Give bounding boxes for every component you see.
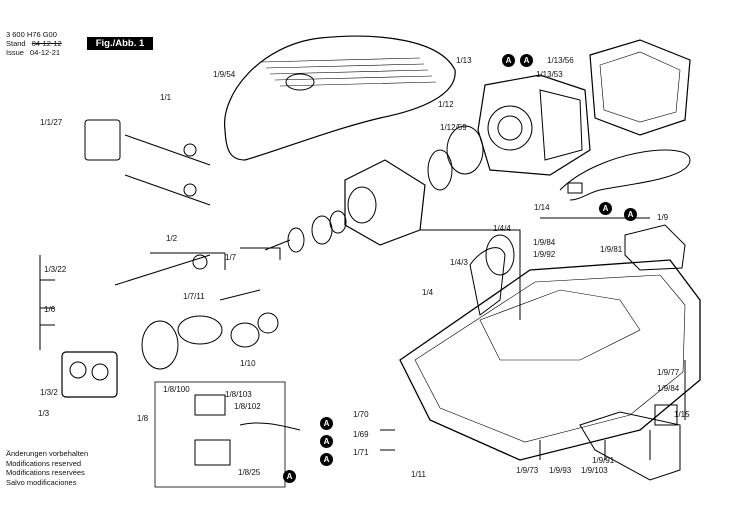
- side-cap-lower: [579, 411, 681, 481]
- callout-1-1: 1/1: [160, 93, 172, 102]
- callout-1-13: 1/13: [456, 56, 472, 65]
- callout-1-4: 1/4: [422, 288, 434, 297]
- callout-1-12-59: 1/12/59: [440, 123, 467, 132]
- pump-block: [61, 351, 118, 398]
- power-cable: [559, 149, 691, 201]
- marker-a-5: A: [320, 417, 333, 430]
- callout-1-6: 1/6: [44, 305, 56, 314]
- callout-1-9-93: 1/9/93: [549, 466, 572, 475]
- hood-opening: [285, 73, 315, 91]
- callout-1-9-84-bottom: 1/9/84: [657, 384, 680, 393]
- callout-1-9-91: 1/9/91: [592, 456, 615, 465]
- callout-1-7-11: 1/7/11: [183, 292, 205, 301]
- callout-1-71: 1/71: [353, 448, 369, 457]
- callout-1-3-2: 1/3/2: [40, 388, 58, 397]
- stand-date: 04-12-12: [31, 39, 62, 48]
- issue-label: Issue: [6, 48, 24, 57]
- callout-1-7: 1/7: [225, 253, 237, 262]
- hood-cover: [224, 35, 456, 161]
- callout-1-9-73: 1/9/73: [516, 466, 539, 475]
- marker-a-8: A: [283, 470, 296, 483]
- callout-1-9-103: 1/9/103: [581, 466, 608, 475]
- callout-1-9-77: 1/9/77: [657, 368, 680, 377]
- callout-1-9: 1/9: [657, 213, 669, 222]
- switch-assembly-frame: [154, 381, 286, 488]
- stand-row: Stand 04-12-12: [6, 39, 62, 48]
- callout-1-8-103: 1/8/103: [225, 390, 252, 399]
- callout-1-12: 1/12: [438, 100, 454, 109]
- callout-1-3-22: 1/3/22: [44, 265, 67, 274]
- side-cap-upper: [624, 224, 686, 271]
- callout-1-4-3: 1/4/3: [450, 258, 468, 267]
- callout-1-9-81: 1/9/81: [600, 245, 623, 254]
- callout-1-9-54: 1/9/54: [213, 70, 236, 79]
- callout-1-14: 1/14: [534, 203, 550, 212]
- marker-a-4: A: [624, 208, 637, 221]
- marker-a-6: A: [320, 435, 333, 448]
- callout-1-8-25: 1/8/25: [238, 468, 261, 477]
- footer-notes: Änderungen vorbehalten Modifications res…: [6, 449, 88, 487]
- callout-1-8: 1/8: [137, 414, 149, 423]
- marker-a-2: A: [520, 54, 533, 67]
- footer-line-de: Änderungen vorbehalten: [6, 449, 89, 458]
- doc-number: 3 600 H76 G00: [6, 30, 57, 39]
- callout-1-70: 1/70: [353, 410, 369, 419]
- footer-line-fr: Modifications reservées: [6, 468, 85, 477]
- callout-1-2: 1/2: [166, 234, 178, 243]
- top-right-cap: [589, 39, 691, 136]
- callout-1-13-56: 1/13/56: [547, 56, 574, 65]
- motor-housing: [477, 74, 591, 176]
- callout-1-9-92: 1/9/92: [533, 250, 556, 259]
- marker-a-3: A: [599, 202, 612, 215]
- issue-date: 04-12-21: [30, 48, 61, 57]
- base-tub: [399, 259, 701, 461]
- marker-a-7: A: [320, 453, 333, 466]
- callout-1-10: 1/10: [240, 359, 256, 368]
- callout-1-1-27: 1/1/27: [40, 118, 63, 127]
- footer-line-en: Modifications reserved: [6, 458, 82, 468]
- figure-label: Fig./Abb. 1: [87, 37, 153, 50]
- callout-1-69: 1/69: [353, 430, 369, 439]
- marker-a-1: A: [502, 54, 515, 67]
- stand-label: Stand: [6, 39, 26, 48]
- callout-1-3: 1/3: [38, 409, 50, 418]
- issue-row: Issue 04-12-21: [6, 48, 60, 57]
- callout-1-8-102: 1/8/102: [234, 402, 261, 411]
- footer-line-es: Salvo modificaciones: [6, 477, 77, 487]
- callout-1-15: 1/15: [674, 410, 690, 419]
- callout-1-4-4: 1/4/4: [493, 224, 511, 233]
- callout-1-8-100: 1/8/100: [163, 385, 190, 394]
- callout-1-9-84-top: 1/9/84: [533, 238, 556, 247]
- callout-1-11: 1/11: [411, 470, 426, 479]
- callout-1-13-53: 1/13/53: [536, 70, 563, 79]
- pump-head-housing: [344, 159, 426, 246]
